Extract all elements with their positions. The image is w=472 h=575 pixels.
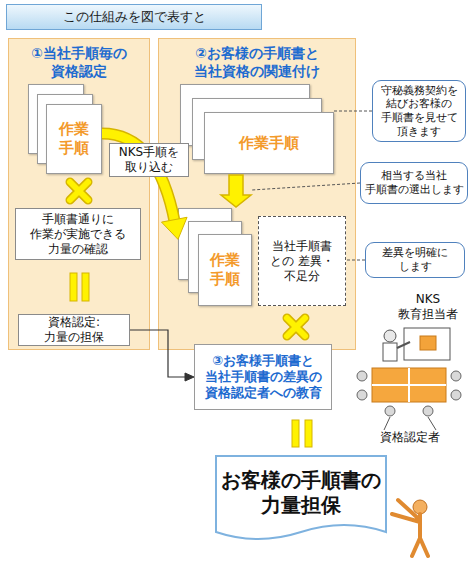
callout-note: 守秘義務契約を 結びお客様の 手順書を見せて 頂きます: [372, 80, 466, 142]
edge-label: NKS手順を 取り込む: [109, 143, 189, 177]
figure-body: [392, 500, 428, 556]
box-text: 当社手順書 との 差異・不足分: [263, 239, 341, 284]
figure-label: NKS 教育担当者: [390, 292, 466, 322]
box-text: 手順書通りに 作業が実施できる 力量の確認: [23, 212, 133, 257]
student-head: [357, 390, 367, 400]
student-head: [423, 406, 433, 416]
title-banner: この仕組みを図で表すと: [6, 4, 262, 30]
desks: [372, 368, 446, 402]
equals-bar: [292, 420, 299, 447]
times-outline: [287, 318, 305, 336]
times-fill: [70, 182, 88, 200]
document-sheet: 作業 手順: [198, 234, 252, 306]
callout-note: 相当する当社 手順書の選出します: [360, 162, 468, 204]
result-text: お客様の手順書の 力量担保: [218, 468, 384, 518]
board-chart: [420, 336, 436, 350]
equals-symbol: [292, 420, 312, 447]
presenter-figure: [392, 500, 428, 556]
arrow-head: [185, 373, 194, 381]
student-head: [451, 390, 461, 400]
process-box: 資格認定: 力量の担保: [18, 314, 130, 346]
equals-bar: [305, 420, 312, 447]
times-symbol: [287, 318, 305, 336]
teacher-head: [384, 330, 396, 342]
process-box: 手順書通りに 作業が実施できる 力量の確認: [15, 208, 141, 260]
label-text: NKS 教育担当者: [395, 292, 461, 322]
equals-bar: [82, 273, 89, 301]
times-outline: [70, 182, 88, 200]
document-stack: 作業 手順: [28, 84, 102, 174]
leader-line: [384, 417, 390, 430]
times-fill: [287, 318, 305, 336]
title-text: この仕組みを図で表すと: [63, 9, 206, 25]
document-sheet: 作業 手順: [46, 104, 102, 174]
document-sheet: 作業手順: [204, 112, 334, 174]
note-text: 差異を明確に します: [378, 246, 452, 274]
student-head: [451, 371, 461, 381]
equals-bar: [70, 273, 77, 301]
document-title: 作業手順: [219, 134, 319, 153]
section-heading: ①当社手順毎の 資格認定: [24, 45, 134, 80]
teacher-arm: [397, 342, 410, 348]
section-heading: ②お客様の手順書と 当社資格の関連付け: [190, 45, 324, 80]
times-symbol: [70, 182, 88, 200]
section-panel: ②お客様の手順書と 当社資格の関連付け作業手順作業 手順当社手順書 との 差異・…: [158, 38, 356, 350]
process-box: ③お客様手順書と 当社手順書の差異の 資格認定者への教育: [194, 344, 332, 410]
document-border: [216, 456, 386, 539]
document-stack: 作業手順: [180, 84, 334, 174]
leader-line: [428, 417, 436, 430]
box-text: ③お客様手順書と 当社手順書の差異の 資格認定者への教育: [202, 353, 324, 402]
edge-label-text: NKS手順を 取り込む: [116, 145, 182, 175]
student-head: [385, 406, 395, 416]
student-head: [357, 371, 367, 381]
document-title: 作業 手順: [54, 120, 94, 158]
document-stack: 作業 手順: [178, 208, 252, 306]
figure-head: [413, 500, 427, 514]
label-text: 資格認定者: [375, 430, 445, 445]
teacher-body: [383, 343, 397, 361]
note-text: 相当する当社 手順書の選出します: [363, 169, 465, 197]
note-text: 守秘義務契約を 結びお客様の 手順書を見せて 頂きます: [378, 84, 460, 139]
figure-label: 資格認定者: [370, 430, 450, 445]
whiteboard: [404, 328, 450, 360]
classroom-illustration: [357, 328, 461, 430]
document-title: 作業 手順: [205, 251, 245, 289]
callout-note: 差異を明確に します: [365, 242, 465, 278]
document-shape: お客様の手順書の 力量担保: [214, 454, 388, 548]
box-text: 資格認定: 力量の担保: [36, 315, 112, 345]
desk-divider: [372, 384, 446, 386]
gap-box: 当社手順書 との 差異・不足分: [258, 216, 346, 306]
